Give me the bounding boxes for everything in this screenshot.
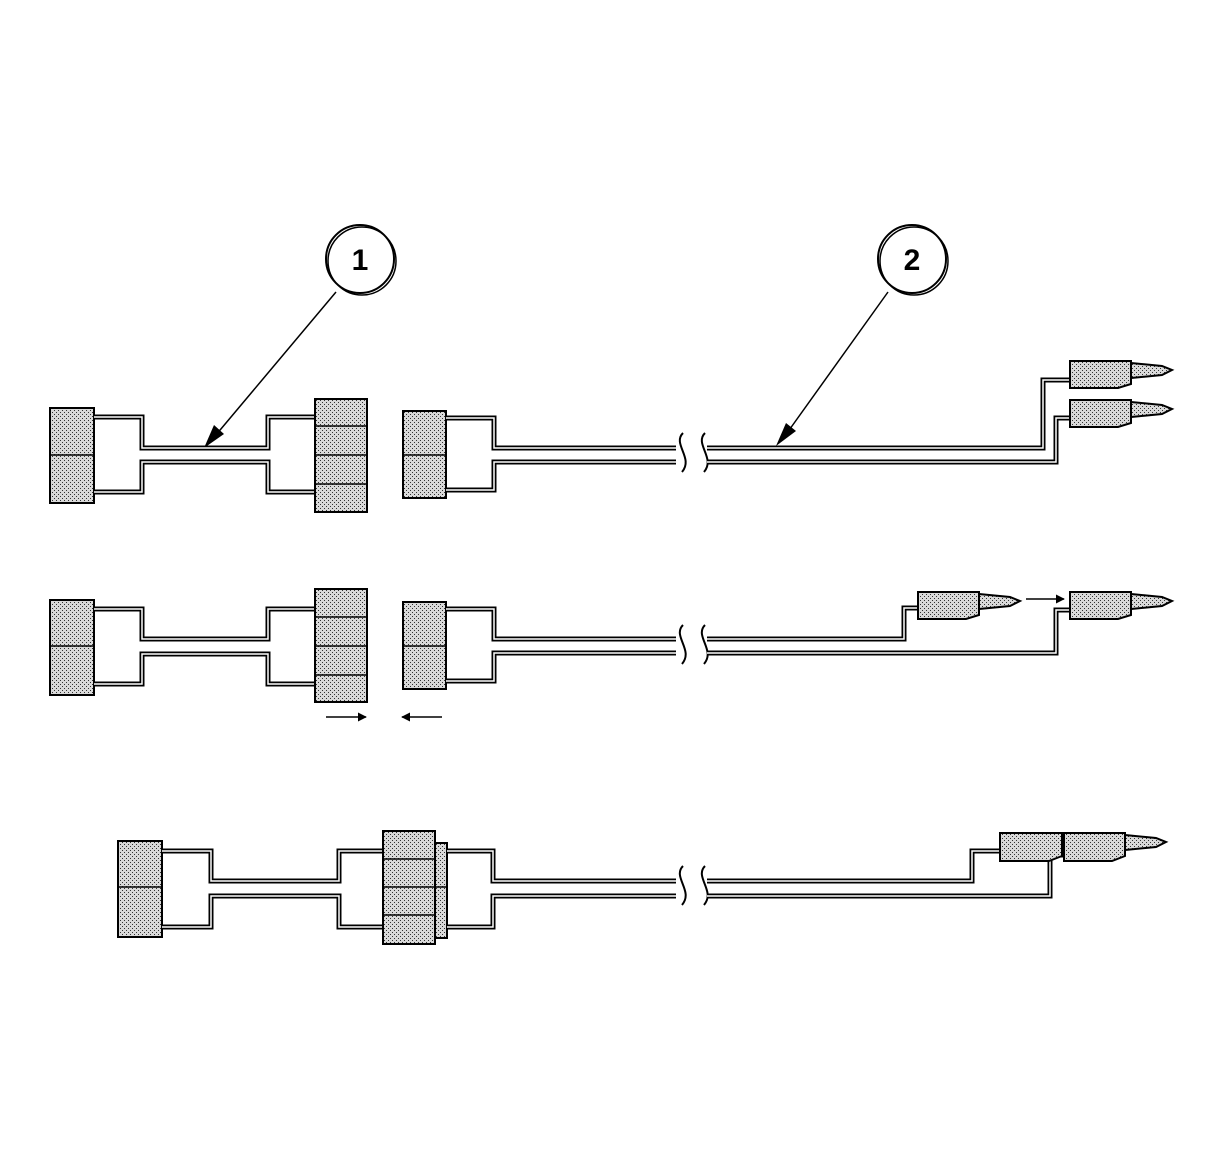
callout-2-label: 2 <box>904 244 921 277</box>
row1-lead-wire-lower <box>446 459 676 493</box>
row1-break-mark <box>678 432 709 473</box>
row3-probe-stacked <box>999 832 1169 862</box>
row1-probe-lower <box>1069 399 1175 428</box>
callout-1-label: 1 <box>352 244 369 277</box>
row1-probe-upper <box>1069 360 1175 389</box>
row3-left-connector <box>117 840 163 938</box>
callout-1-leader <box>209 291 337 443</box>
row2-break-mark <box>678 624 709 665</box>
callout-2-arrowhead <box>776 423 796 446</box>
row-1-jumper-harness <box>49 398 368 513</box>
row-2-jumper-harness <box>49 588 368 703</box>
row-3-assembled-harness <box>117 830 1169 945</box>
row2-probe-right <box>1069 591 1175 620</box>
row1-jumper-wire-upper <box>94 414 315 451</box>
callout-2: 2 <box>877 224 949 296</box>
callout-2-leader <box>781 291 889 441</box>
row1-lead-wire-upper <box>446 415 676 451</box>
row1-jumper-wire-lower <box>94 459 315 495</box>
row2-probe-left <box>917 591 1023 620</box>
callout-1-arrowhead <box>204 425 224 448</box>
row2-left-connector <box>49 599 95 696</box>
row-1-test-lead <box>402 360 1175 499</box>
callout-1: 1 <box>325 224 397 296</box>
row-2-test-lead <box>402 591 1175 690</box>
row3-break-mark <box>678 865 709 906</box>
